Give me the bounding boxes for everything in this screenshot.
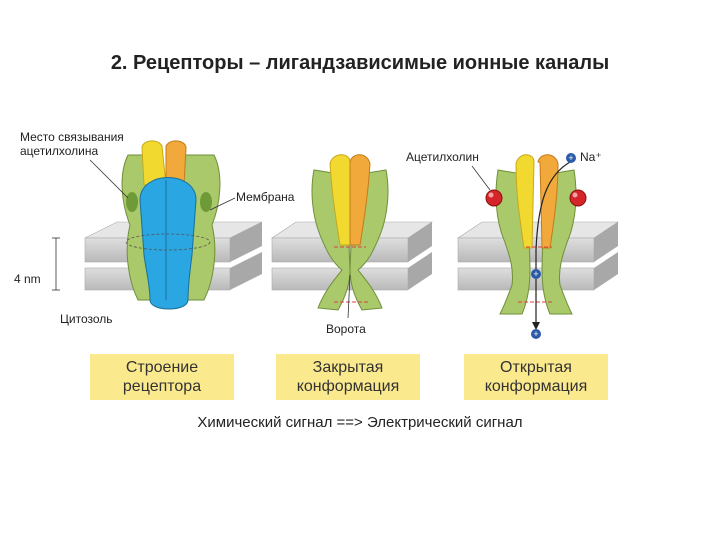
ligand-right — [569, 189, 587, 207]
closed-panel — [271, 154, 433, 319]
sodium-ion-bottom — [531, 329, 541, 339]
ligand-left — [485, 189, 503, 207]
acetylcholine-label: Ацетилхолин — [406, 150, 479, 164]
yellow-subunit — [329, 154, 351, 246]
blue-subunit — [139, 177, 197, 310]
slide-title: 2. Рецепторы – лигандзависимые ионные ка… — [110, 52, 610, 74]
signal-caption: Химический сигнал ==> Электрический сигн… — [197, 414, 523, 431]
svg-text:+: + — [568, 153, 573, 163]
orange-subunit — [349, 154, 371, 246]
gate-label: Ворота — [326, 322, 366, 336]
binding-site-label: Место связывания ацетилхолина — [20, 130, 124, 158]
svg-text:+: + — [533, 269, 538, 279]
caption-structure: Строение рецептора — [90, 354, 234, 400]
sodium-label: Na⁺ — [580, 150, 602, 164]
yellow-subunit — [515, 154, 535, 249]
orange-subunit — [165, 140, 187, 186]
structure-panel — [52, 140, 263, 310]
svg-text:+: + — [533, 329, 538, 339]
caption-closed: Закрытая конформация — [276, 354, 420, 400]
open-panel: + + + — [457, 153, 619, 339]
sodium-ion-top — [566, 153, 576, 163]
thickness-label: 4 nm — [14, 272, 41, 286]
caption-open: Открытая конформация — [464, 354, 608, 400]
sodium-ion-mid — [531, 269, 541, 279]
cytosol-label: Цитозоль — [60, 312, 113, 326]
ion-path-arrow — [535, 161, 571, 328]
membrane-label: Мембрана — [236, 190, 295, 204]
